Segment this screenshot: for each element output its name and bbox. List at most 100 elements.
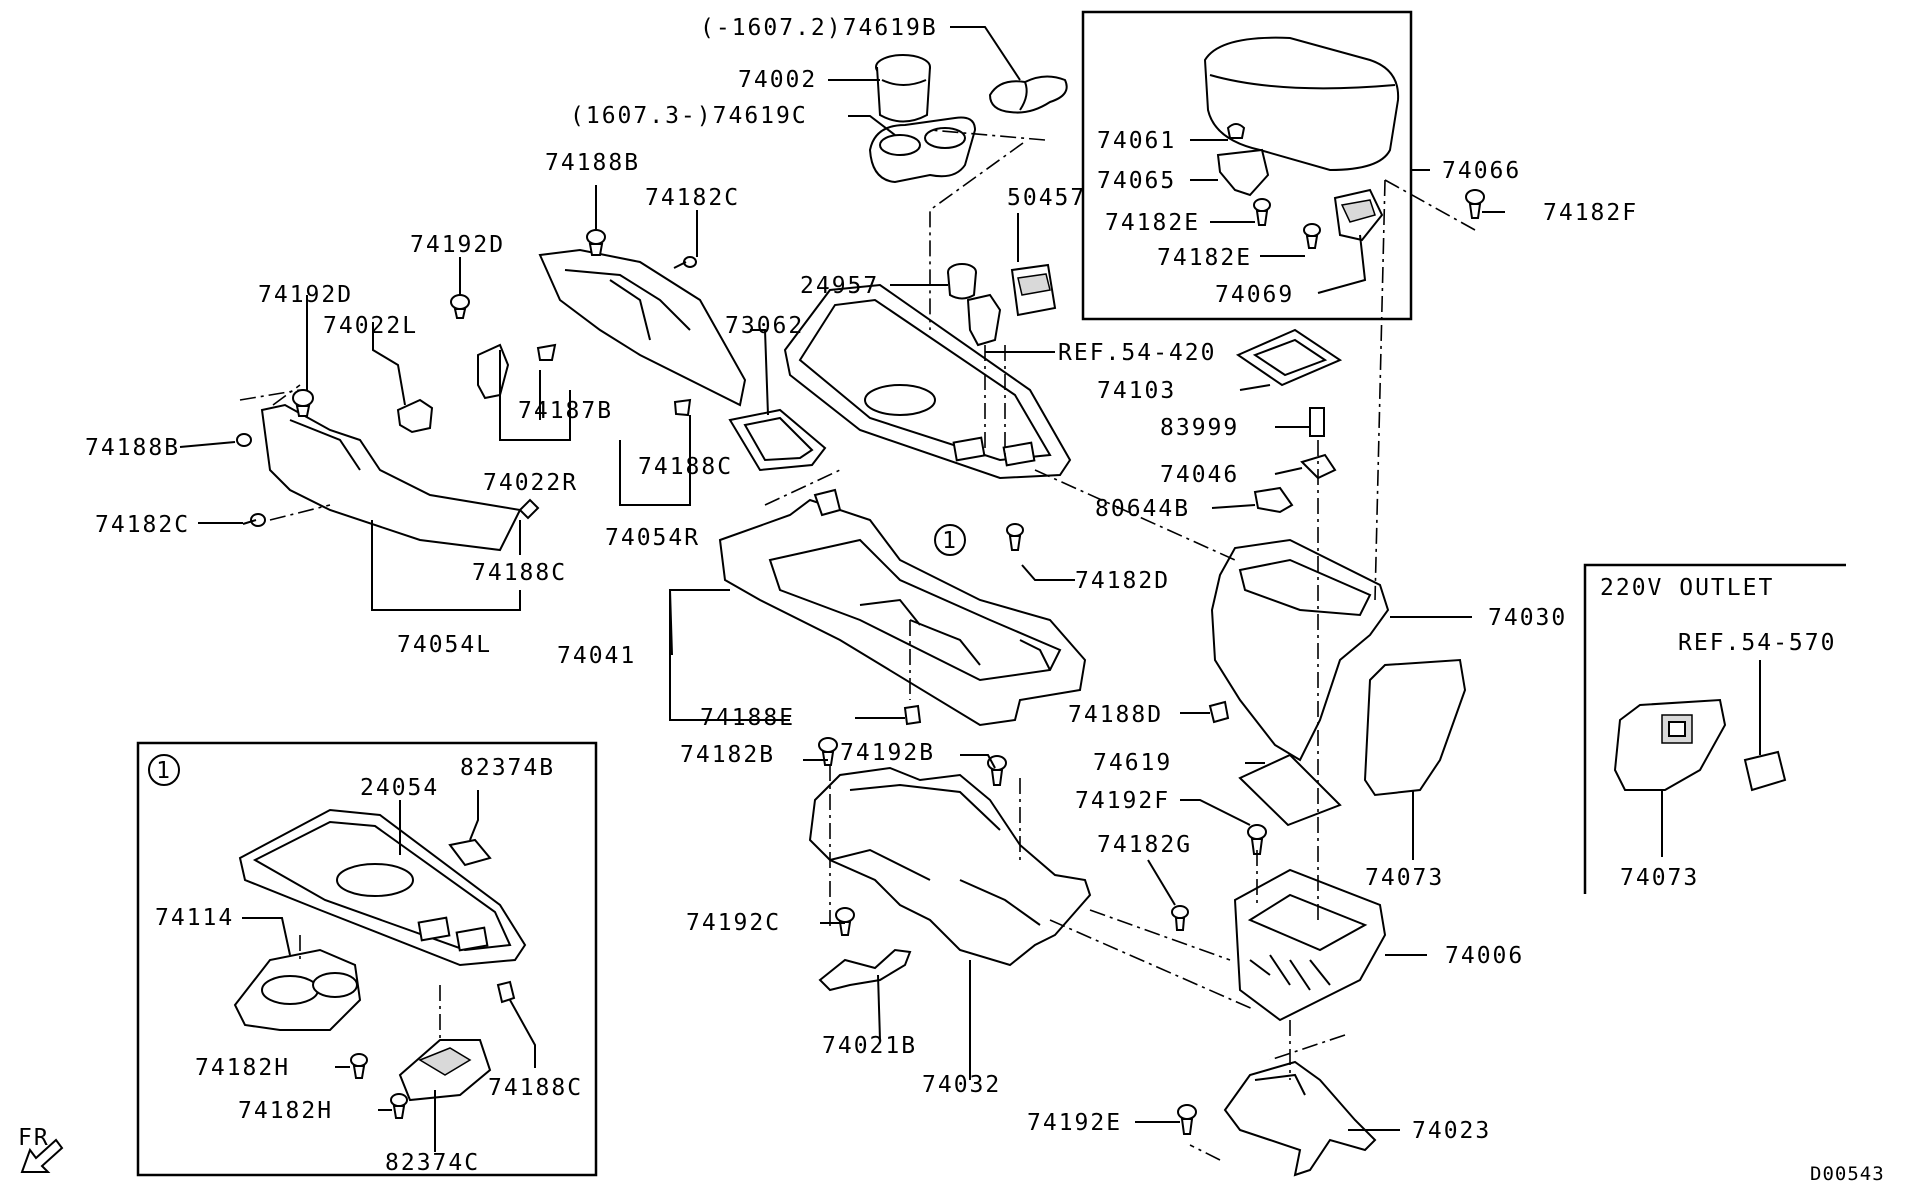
label-74619B: (-1607.2)74619B	[700, 15, 938, 41]
inset-cup-holder-74114	[233, 948, 362, 1031]
label-74188C-mid: 74188C	[638, 454, 733, 480]
label-74069: 74069	[1215, 282, 1294, 308]
console-upper-panel	[783, 283, 1072, 480]
armrest-lid-74066	[1203, 36, 1400, 172]
clip-80644B	[1253, 486, 1294, 514]
label-74114: 74114	[155, 905, 234, 931]
cup-holder-insert-74002	[875, 54, 931, 123]
label-74188D: 74188D	[1068, 702, 1163, 728]
label-74022L: 74022L	[323, 313, 418, 339]
bolts-lower	[818, 737, 1267, 1135]
callout-1-main: 1	[934, 524, 966, 556]
label-73062: 73062	[725, 313, 804, 339]
plug-ref-54-420	[966, 293, 1002, 347]
inset-1-frame	[136, 741, 598, 1177]
label-74619C: (1607.3-)74619C	[570, 103, 808, 129]
assembly-lines	[239, 129, 1476, 1161]
armrest-parts	[1216, 123, 1485, 249]
cap-83999	[1309, 407, 1325, 437]
socket-24957	[947, 263, 977, 300]
front-arrow-icon	[20, 1138, 64, 1173]
label-74188C-inset: 74188C	[488, 1075, 583, 1101]
label-74023: 74023	[1412, 1118, 1491, 1144]
label-74061: 74061	[1097, 128, 1176, 154]
sheet-74619	[1238, 753, 1342, 827]
label-74182B: 74182B	[680, 742, 775, 768]
label-74192C: 74192C	[686, 910, 781, 936]
bracket-74021B	[818, 948, 912, 992]
clip-74188E	[903, 704, 922, 726]
inset-clip-74188C	[496, 980, 516, 1004]
label-74182E-a: 74182E	[1105, 210, 1200, 236]
label-74022R: 74022R	[483, 470, 578, 496]
label-82374C: 82374C	[385, 1150, 480, 1176]
label-74182F: 74182F	[1543, 200, 1638, 226]
label-74046: 74046	[1160, 462, 1239, 488]
label-74192D-a: 74192D	[410, 232, 505, 258]
leader-lines	[179, 26, 1761, 1152]
label-24054: 24054	[360, 775, 439, 801]
outlet-title: 220V OUTLET	[1600, 575, 1774, 601]
label-74192E: 74192E	[1027, 1110, 1122, 1136]
main-console-74041	[718, 488, 1087, 727]
inset-panel-24054	[238, 808, 527, 967]
diagram-id: D00543	[1810, 1163, 1885, 1185]
label-74192D-b: 74192D	[258, 282, 353, 308]
label-74041: 74041	[557, 643, 636, 669]
front-label: FR	[18, 1125, 50, 1151]
cup-holder-lid-74619B	[988, 75, 1068, 114]
tray-74103	[1235, 328, 1343, 387]
label-74188E: 74188E	[700, 705, 795, 731]
lower-frame-74032	[808, 766, 1092, 967]
label-74188B-left: 74188B	[85, 435, 180, 461]
label-74182H-a: 74182H	[195, 1055, 290, 1081]
hinge-74046	[1300, 453, 1337, 480]
label-83999: 83999	[1160, 415, 1239, 441]
screw-74182D	[1006, 523, 1024, 551]
bracket-74023	[1223, 1060, 1377, 1177]
bracket-74022R	[477, 343, 510, 400]
label-74188C-left: 74188C	[472, 560, 567, 586]
label-74006: 74006	[1445, 943, 1524, 969]
label-74030: 74030	[1488, 605, 1567, 631]
label-74073-outlet: 74073	[1620, 865, 1699, 891]
cup-holder-74619C	[868, 116, 977, 184]
side-panel-74054L	[260, 403, 522, 552]
switch-50457	[1010, 263, 1057, 317]
label-74192F: 74192F	[1075, 788, 1170, 814]
outlet-plug-ref-54-570	[1743, 750, 1787, 792]
label-50457: 50457	[1007, 185, 1086, 211]
fastener-clips	[236, 229, 697, 527]
callout-1-inset-label: 1	[156, 758, 172, 784]
clip-74188D	[1208, 700, 1230, 724]
label-74188B-top: 74188B	[545, 150, 640, 176]
inset-switch-82374C	[398, 1039, 492, 1102]
label-24957: 24957	[800, 273, 879, 299]
bracket-74022L	[396, 398, 434, 434]
label-80644B: 80644B	[1095, 496, 1190, 522]
label-74619: 74619	[1093, 750, 1172, 776]
storage-box-74006	[1233, 868, 1387, 1022]
label-74032: 74032	[922, 1072, 1001, 1098]
label-74065: 74065	[1097, 168, 1176, 194]
callout-1-main-label: 1	[942, 528, 958, 554]
gasket-73062	[728, 408, 827, 472]
outlet-frame	[1583, 563, 1846, 894]
label-74103: 74103	[1097, 378, 1176, 404]
side-panel-74054R	[538, 248, 747, 407]
inset-bezel-82374B	[448, 838, 492, 867]
armrest-detail-frame	[1081, 10, 1413, 321]
armrest-box-74030	[1210, 538, 1390, 762]
label-74066: 74066	[1442, 158, 1521, 184]
label-74182E-b: 74182E	[1157, 245, 1252, 271]
label-74021B: 74021B	[822, 1033, 917, 1059]
label-74182D: 74182D	[1075, 568, 1170, 594]
label-74002: 74002	[738, 67, 817, 93]
label-74187B: 74187B	[518, 398, 613, 424]
side-cover-74073	[1363, 658, 1467, 797]
outlet-cover-74073	[1613, 698, 1727, 791]
inset-screws-74182H	[350, 1053, 408, 1119]
label-74182C-left: 74182C	[95, 512, 190, 538]
label-74054L: 74054L	[397, 632, 492, 658]
label-74192B: 74192B	[840, 740, 935, 766]
